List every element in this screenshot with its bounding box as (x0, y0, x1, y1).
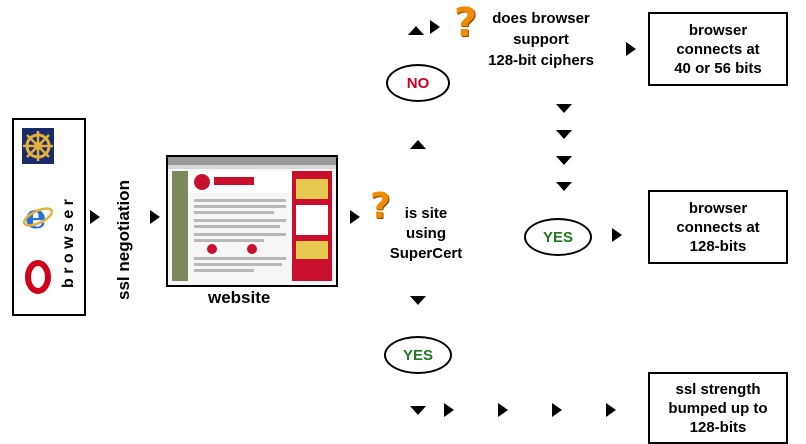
arrow-right-icon (626, 42, 636, 56)
result-box-40-56-bits: browser connects at 40 or 56 bits (648, 12, 788, 86)
browser-panel: e b r o w s e r (12, 118, 86, 316)
arrow-right-icon (350, 210, 360, 224)
arrow-right-icon (498, 403, 508, 417)
arrow-up-icon (408, 26, 424, 35)
arrow-down-icon (410, 296, 426, 305)
website-thumbnail-image (168, 157, 336, 281)
arrow-right-icon (444, 403, 454, 417)
result-box-ssl-strength: ssl strength bumped up to 128-bits (648, 372, 788, 444)
website-label: website (208, 288, 271, 307)
arrow-up-icon (410, 140, 426, 149)
arrow-down-icon (410, 406, 426, 415)
browser-check-text: does browser support 128-bit ciphers (488, 10, 594, 69)
yes-badge: YES (524, 218, 592, 256)
arrow-right-icon (90, 210, 100, 224)
internet-explorer-icon: e (22, 198, 54, 234)
opera-icon (25, 260, 51, 294)
question-mark-icon: ? (454, 0, 478, 46)
website-screenshot (166, 155, 338, 287)
result-box-128-bits: browser connects at 128-bits (648, 190, 788, 264)
arrow-right-icon (552, 403, 562, 417)
arrow-right-icon (150, 210, 160, 224)
question-mark-icon: ? (370, 186, 391, 227)
arrow-down-icon (556, 104, 572, 113)
arrow-right-icon (430, 20, 440, 34)
ssl-negotiation-label: ssl negotiation (114, 180, 133, 300)
arrow-right-icon (606, 403, 616, 417)
site-check-text: is site using SuperCert (389, 205, 463, 262)
arrow-down-icon (556, 130, 572, 139)
arrow-down-icon (556, 156, 572, 165)
yes-badge: YES (384, 336, 452, 374)
no-badge: NO (386, 64, 450, 102)
browser-label: b r o w s e r (60, 199, 77, 288)
arrow-right-icon (612, 228, 622, 242)
arrow-down-icon (556, 182, 572, 191)
netscape-wheel-icon (22, 128, 54, 164)
